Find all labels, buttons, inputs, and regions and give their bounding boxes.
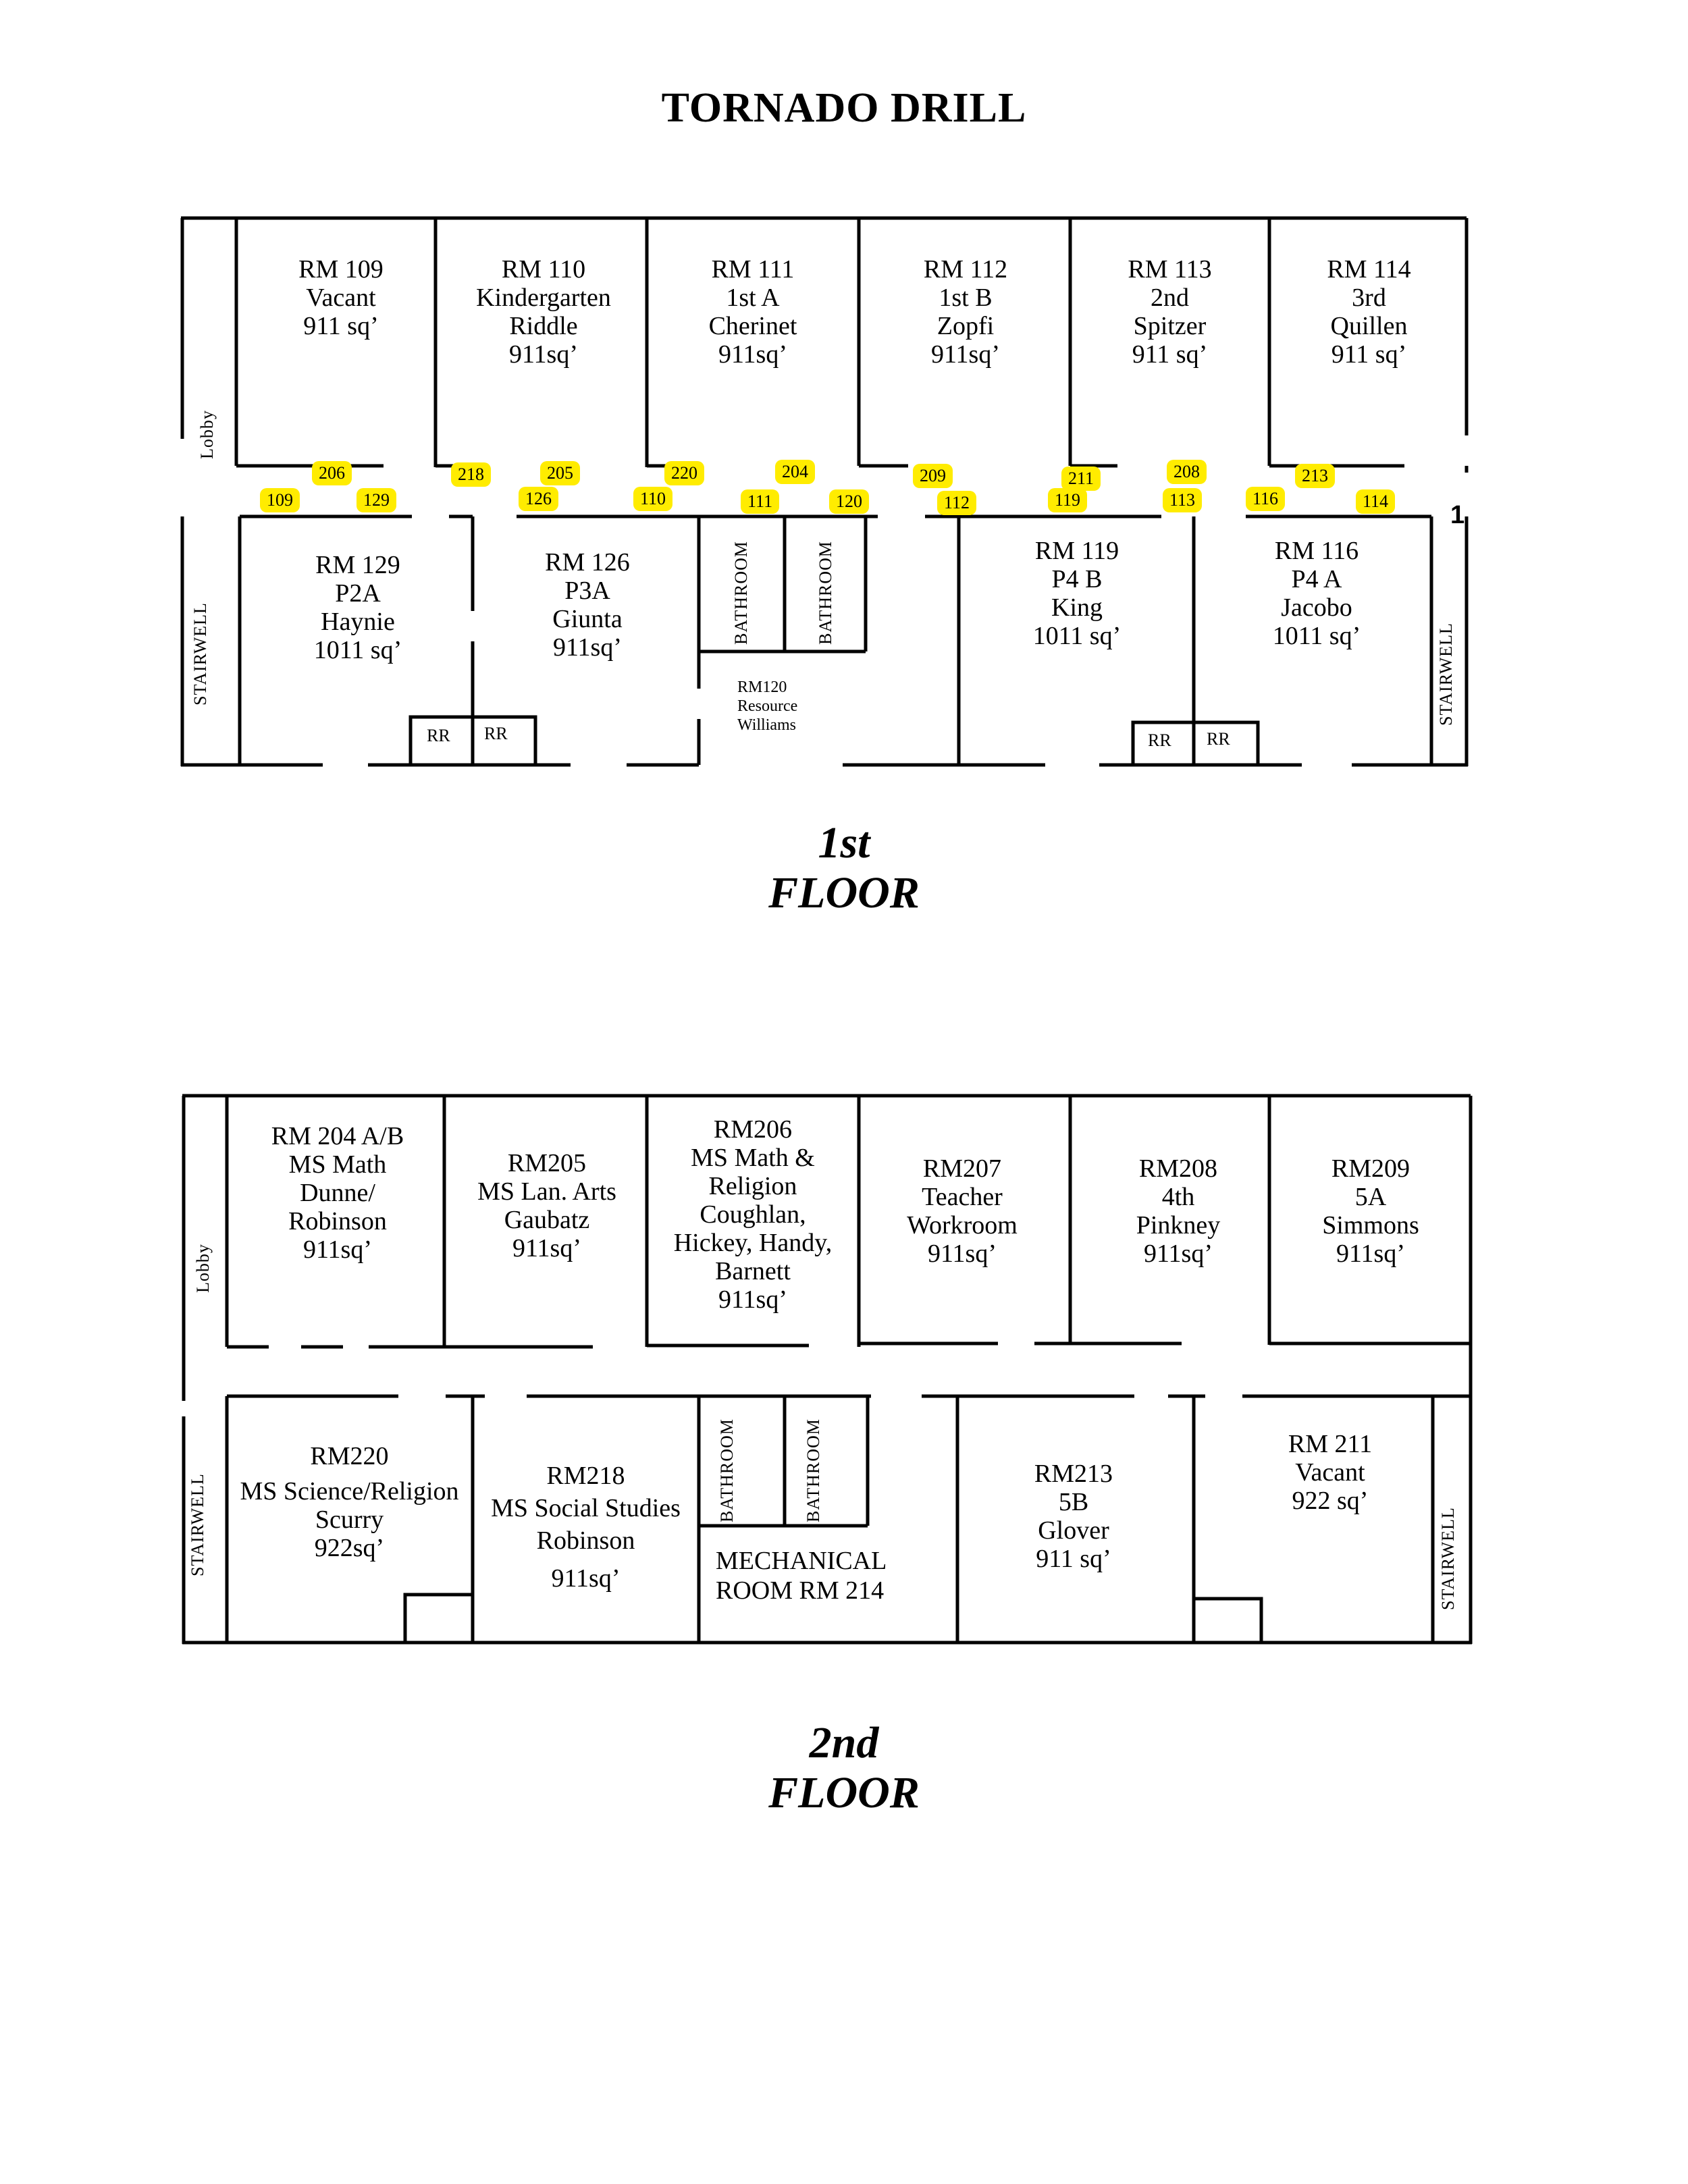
bathroom-label: BATHROOM	[803, 1418, 823, 1522]
stairwell-label: STAIRWELL	[1438, 1507, 1458, 1610]
tag-129: 129	[357, 488, 396, 512]
stairwell-label: STAIRWELL	[190, 602, 210, 705]
lobby-label: Lobby	[197, 410, 217, 459]
tag-209: 209	[913, 464, 953, 488]
tag-211: 211	[1061, 467, 1101, 491]
stairwell-label: STAIRWELL	[188, 1473, 207, 1576]
tag-208: 208	[1167, 460, 1207, 484]
tag-119: 119	[1048, 488, 1088, 512]
restroom-label: RR	[484, 724, 508, 743]
tag-120: 120	[829, 489, 869, 514]
bathroom-label: BATHROOM	[816, 541, 835, 645]
page-title: TORNADO DRILL	[661, 85, 1027, 131]
restroom-label: RR	[427, 726, 450, 745]
tag-204: 204	[775, 460, 815, 484]
lobby-label: Lobby	[193, 1244, 213, 1293]
stairwell-label: STAIRWELL	[1436, 622, 1456, 726]
tag-205: 205	[540, 461, 580, 485]
tag-220: 220	[664, 461, 704, 485]
tag-213: 213	[1295, 464, 1335, 488]
floor1-walls	[180, 216, 1469, 767]
door-mark: 1	[1450, 501, 1465, 529]
restroom-label: RR	[1148, 730, 1171, 750]
tag-114: 114	[1356, 489, 1396, 514]
tag-206: 206	[312, 461, 352, 485]
bathroom-label: BATHROOM	[717, 1418, 737, 1522]
floor2-walls	[182, 1094, 1473, 1645]
tag-111: 111	[741, 489, 780, 514]
tag-116: 116	[1246, 487, 1286, 511]
restroom-label: RR	[1207, 729, 1230, 749]
tag-109: 109	[260, 488, 300, 512]
tag-110: 110	[633, 487, 673, 511]
bathroom-label: BATHROOM	[731, 541, 751, 645]
tag-112: 112	[937, 491, 977, 515]
tag-218: 218	[451, 462, 491, 487]
tag-126: 126	[519, 487, 558, 511]
tag-113: 113	[1163, 488, 1203, 512]
